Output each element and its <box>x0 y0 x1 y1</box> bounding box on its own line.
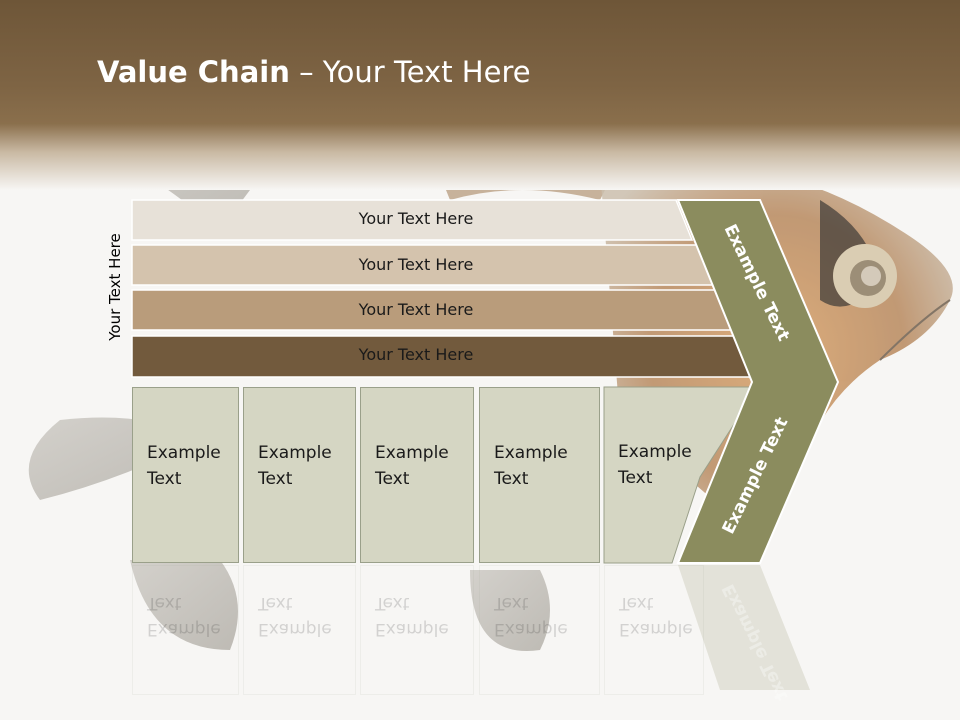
chevron-reflection <box>678 565 810 690</box>
box-2-line-1: Example <box>258 443 332 463</box>
reflection-text: Example <box>375 619 449 639</box>
reflection-text: Example <box>147 619 221 639</box>
reflection-text: Example <box>258 619 332 639</box>
header-banner <box>0 0 960 190</box>
box-5-line-2: Text <box>618 468 653 488</box>
primary-box-3-reflection: Example Text <box>360 565 474 695</box>
band-label-4: Your Text Here <box>358 345 474 364</box>
reflection-text: Text <box>375 593 410 613</box>
support-band-shape-1 <box>131 199 694 241</box>
reflection-text: Text <box>494 593 529 613</box>
margin-chevron-arrow <box>676 199 840 564</box>
support-band-1: Your Text Here <box>132 200 692 240</box>
box-1-line-1: Example <box>147 443 221 463</box>
box-2-line-2: Text <box>258 469 293 489</box>
box-4-line-1: Example <box>494 443 568 463</box>
reflection-text: Text <box>147 593 182 613</box>
reflection-text: Example <box>494 619 568 639</box>
box-5-line-1: Example <box>618 442 692 462</box>
box-3-line-1: Example <box>375 443 449 463</box>
support-band-4: Your Text Here <box>132 336 752 376</box>
primary-box-2-reflection: Example Text <box>243 565 356 695</box>
primary-box-5-reflection: Example Text <box>604 565 704 695</box>
reflection-text: Example <box>619 619 693 639</box>
page-title: Value Chain – Your Text Here <box>97 55 531 89</box>
support-band-3: Your Text Here <box>132 291 732 331</box>
band-label-3: Your Text Here <box>358 300 474 319</box>
box-4-line-2: Text <box>494 469 529 489</box>
primary-box-4-reflection: Example Text <box>479 565 600 695</box>
band-label-1: Your Text Here <box>358 209 474 228</box>
title-bold: Value Chain <box>97 55 290 89</box>
primary-box-1-reflection: Example Text <box>132 565 239 695</box>
support-band-2: Your Text Here <box>132 246 712 286</box>
reflection-text: Text <box>619 593 654 613</box>
box-1-line-2: Text <box>147 469 182 489</box>
primary-box-shape-5 <box>603 386 759 564</box>
title-rest: – Your Text Here <box>289 55 531 89</box>
band-label-2: Your Text Here <box>358 255 474 274</box>
box-3-line-2: Text <box>375 469 410 489</box>
reflection-text: Text <box>258 593 293 613</box>
